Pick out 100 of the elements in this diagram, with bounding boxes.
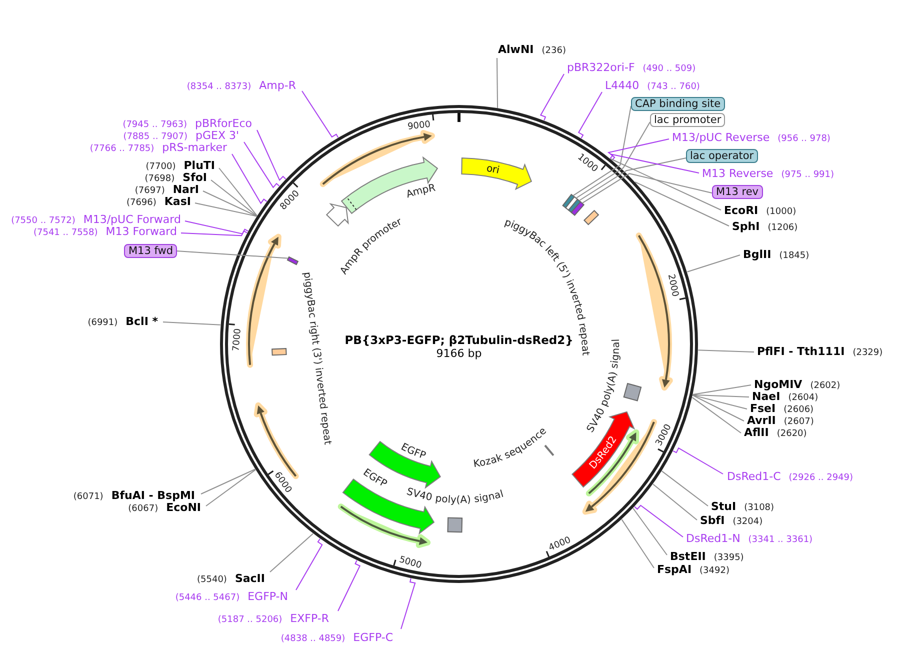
restriction-site-label: BglII <box>743 248 772 262</box>
position-label: (7766 .. 7785) <box>90 143 154 156</box>
scale-label: 7000 <box>232 328 244 352</box>
primer-label: EGFP-C <box>353 631 393 645</box>
leader-line <box>218 168 258 216</box>
feature-label: AmpR <box>404 182 436 200</box>
position-label: (975 .. 991) <box>781 169 834 182</box>
primer-label: DsRed1-N <box>686 532 740 546</box>
primer-label: M13 Reverse <box>702 167 774 181</box>
position-label: (2329) <box>852 347 883 360</box>
position-label: (2620) <box>776 428 807 441</box>
leader-line <box>496 58 498 108</box>
leader-line <box>692 394 750 398</box>
leader-line <box>296 538 323 590</box>
primer-label: DsRed1-C <box>727 470 781 484</box>
restriction-site-label: NgoMIV <box>754 378 802 392</box>
position-label: (2926 .. 2949) <box>788 472 854 485</box>
scale-label: 5000 <box>398 555 423 572</box>
feature-label: EGFP <box>399 441 428 462</box>
restriction-site-label: SphI <box>732 220 760 234</box>
leader-line <box>210 180 258 216</box>
leader-line <box>540 74 564 121</box>
position-label: (490 .. 509) <box>642 63 696 76</box>
leader-line <box>621 518 654 568</box>
position-label: (1845) <box>779 250 810 263</box>
position-label: (7550 .. 7572) <box>11 215 76 228</box>
leader-line <box>582 173 712 204</box>
leader-line <box>400 578 416 630</box>
scale-label: 4000 <box>547 535 572 554</box>
plasmid-size: 9166 bp <box>436 347 482 360</box>
leader-line <box>634 181 730 226</box>
position-label: (236) <box>542 45 566 58</box>
leader-line <box>202 190 258 217</box>
feature-label: ori <box>486 162 500 176</box>
restriction-site-label: FseI <box>750 402 776 416</box>
restriction-site-label: AvrII <box>747 414 776 428</box>
restriction-site-label: SacII <box>234 572 265 586</box>
leader-line <box>200 468 256 494</box>
primer-label: L4440 <box>605 79 640 93</box>
restriction-site-label: KasI <box>164 195 191 209</box>
leader-line <box>194 202 258 217</box>
position-label: (5446 .. 5467) <box>175 592 240 605</box>
position-label: (3341 .. 3361) <box>748 534 813 547</box>
position-label: (956 .. 978) <box>778 133 830 146</box>
primer-label: EGFP-N <box>248 590 288 604</box>
feature-tag: CAP binding site <box>631 97 725 111</box>
position-label: (7700) <box>146 161 176 174</box>
restriction-site-label: SbfI <box>700 514 725 528</box>
primer-label: pGEX 3' <box>195 129 239 142</box>
position-label: (2606) <box>784 404 814 417</box>
position-label: (3108) <box>744 502 774 515</box>
restriction-site-label: StuI <box>711 500 736 514</box>
leader-line <box>692 394 744 422</box>
position-label: (6071) <box>73 491 104 504</box>
leader-line <box>661 470 708 506</box>
leader-line <box>302 90 339 138</box>
leader-line <box>632 508 668 556</box>
position-label: (6067) <box>128 503 158 516</box>
primer-label: M13/pUC Reverse <box>672 131 770 145</box>
leader-line <box>572 106 632 196</box>
leader-line <box>184 220 249 234</box>
restriction-site-label: BfuAI - BspMI <box>111 489 195 503</box>
primer-label: pBRforEco <box>194 117 252 130</box>
leader-line <box>338 560 361 612</box>
position-label: (3204) <box>732 516 763 529</box>
position-label: (4838 .. 4859) <box>280 633 346 646</box>
position-label: (7696) <box>126 197 156 210</box>
restriction-site-label: NaeI <box>752 390 780 404</box>
position-label: (8354 .. 8373) <box>186 81 252 94</box>
leader-line <box>610 154 700 174</box>
leader-line <box>607 138 670 159</box>
leader-line <box>692 394 748 410</box>
leader-line <box>578 92 602 139</box>
restriction-site-label: AflII <box>744 426 769 440</box>
position-label: (7697) <box>134 185 165 198</box>
leader-line <box>176 250 288 259</box>
leader-line <box>270 533 314 572</box>
restriction-site-label: SfoI <box>182 171 207 185</box>
scale-label: 9000 <box>407 120 432 132</box>
feature-tag: lac operator <box>686 149 758 163</box>
position-label: (743 .. 760) <box>647 81 700 94</box>
feature-tag: M13 fwd <box>124 244 177 258</box>
feature-tag: M13 rev <box>712 185 763 199</box>
feature-tag: lac promoter <box>650 113 726 127</box>
restriction-site-label: PflFI - Tth111I <box>757 345 845 359</box>
scale-label: 2000 <box>665 273 680 298</box>
leader-line <box>162 322 221 326</box>
restriction-site-label: EcoNI <box>166 501 201 515</box>
position-label: (7698) <box>144 173 175 185</box>
restriction-site-label: AlwNI <box>498 43 534 57</box>
plasmid-name: PB{3xP3-EGFP; β2Tubulin-dsRed2} <box>344 333 574 347</box>
restriction-site-label: BstEII <box>670 550 706 564</box>
feature-block <box>570 201 585 216</box>
leader-line <box>256 130 286 182</box>
position-label: (1000) <box>766 206 796 219</box>
restriction-site-label: EcoRI <box>724 204 758 218</box>
restriction-site-label: PluTI <box>184 159 215 172</box>
restriction-site-label: BclI * <box>126 315 158 329</box>
position-label: (7885 .. 7907) <box>123 131 188 142</box>
position-label: (7945 .. 7963) <box>122 119 187 132</box>
